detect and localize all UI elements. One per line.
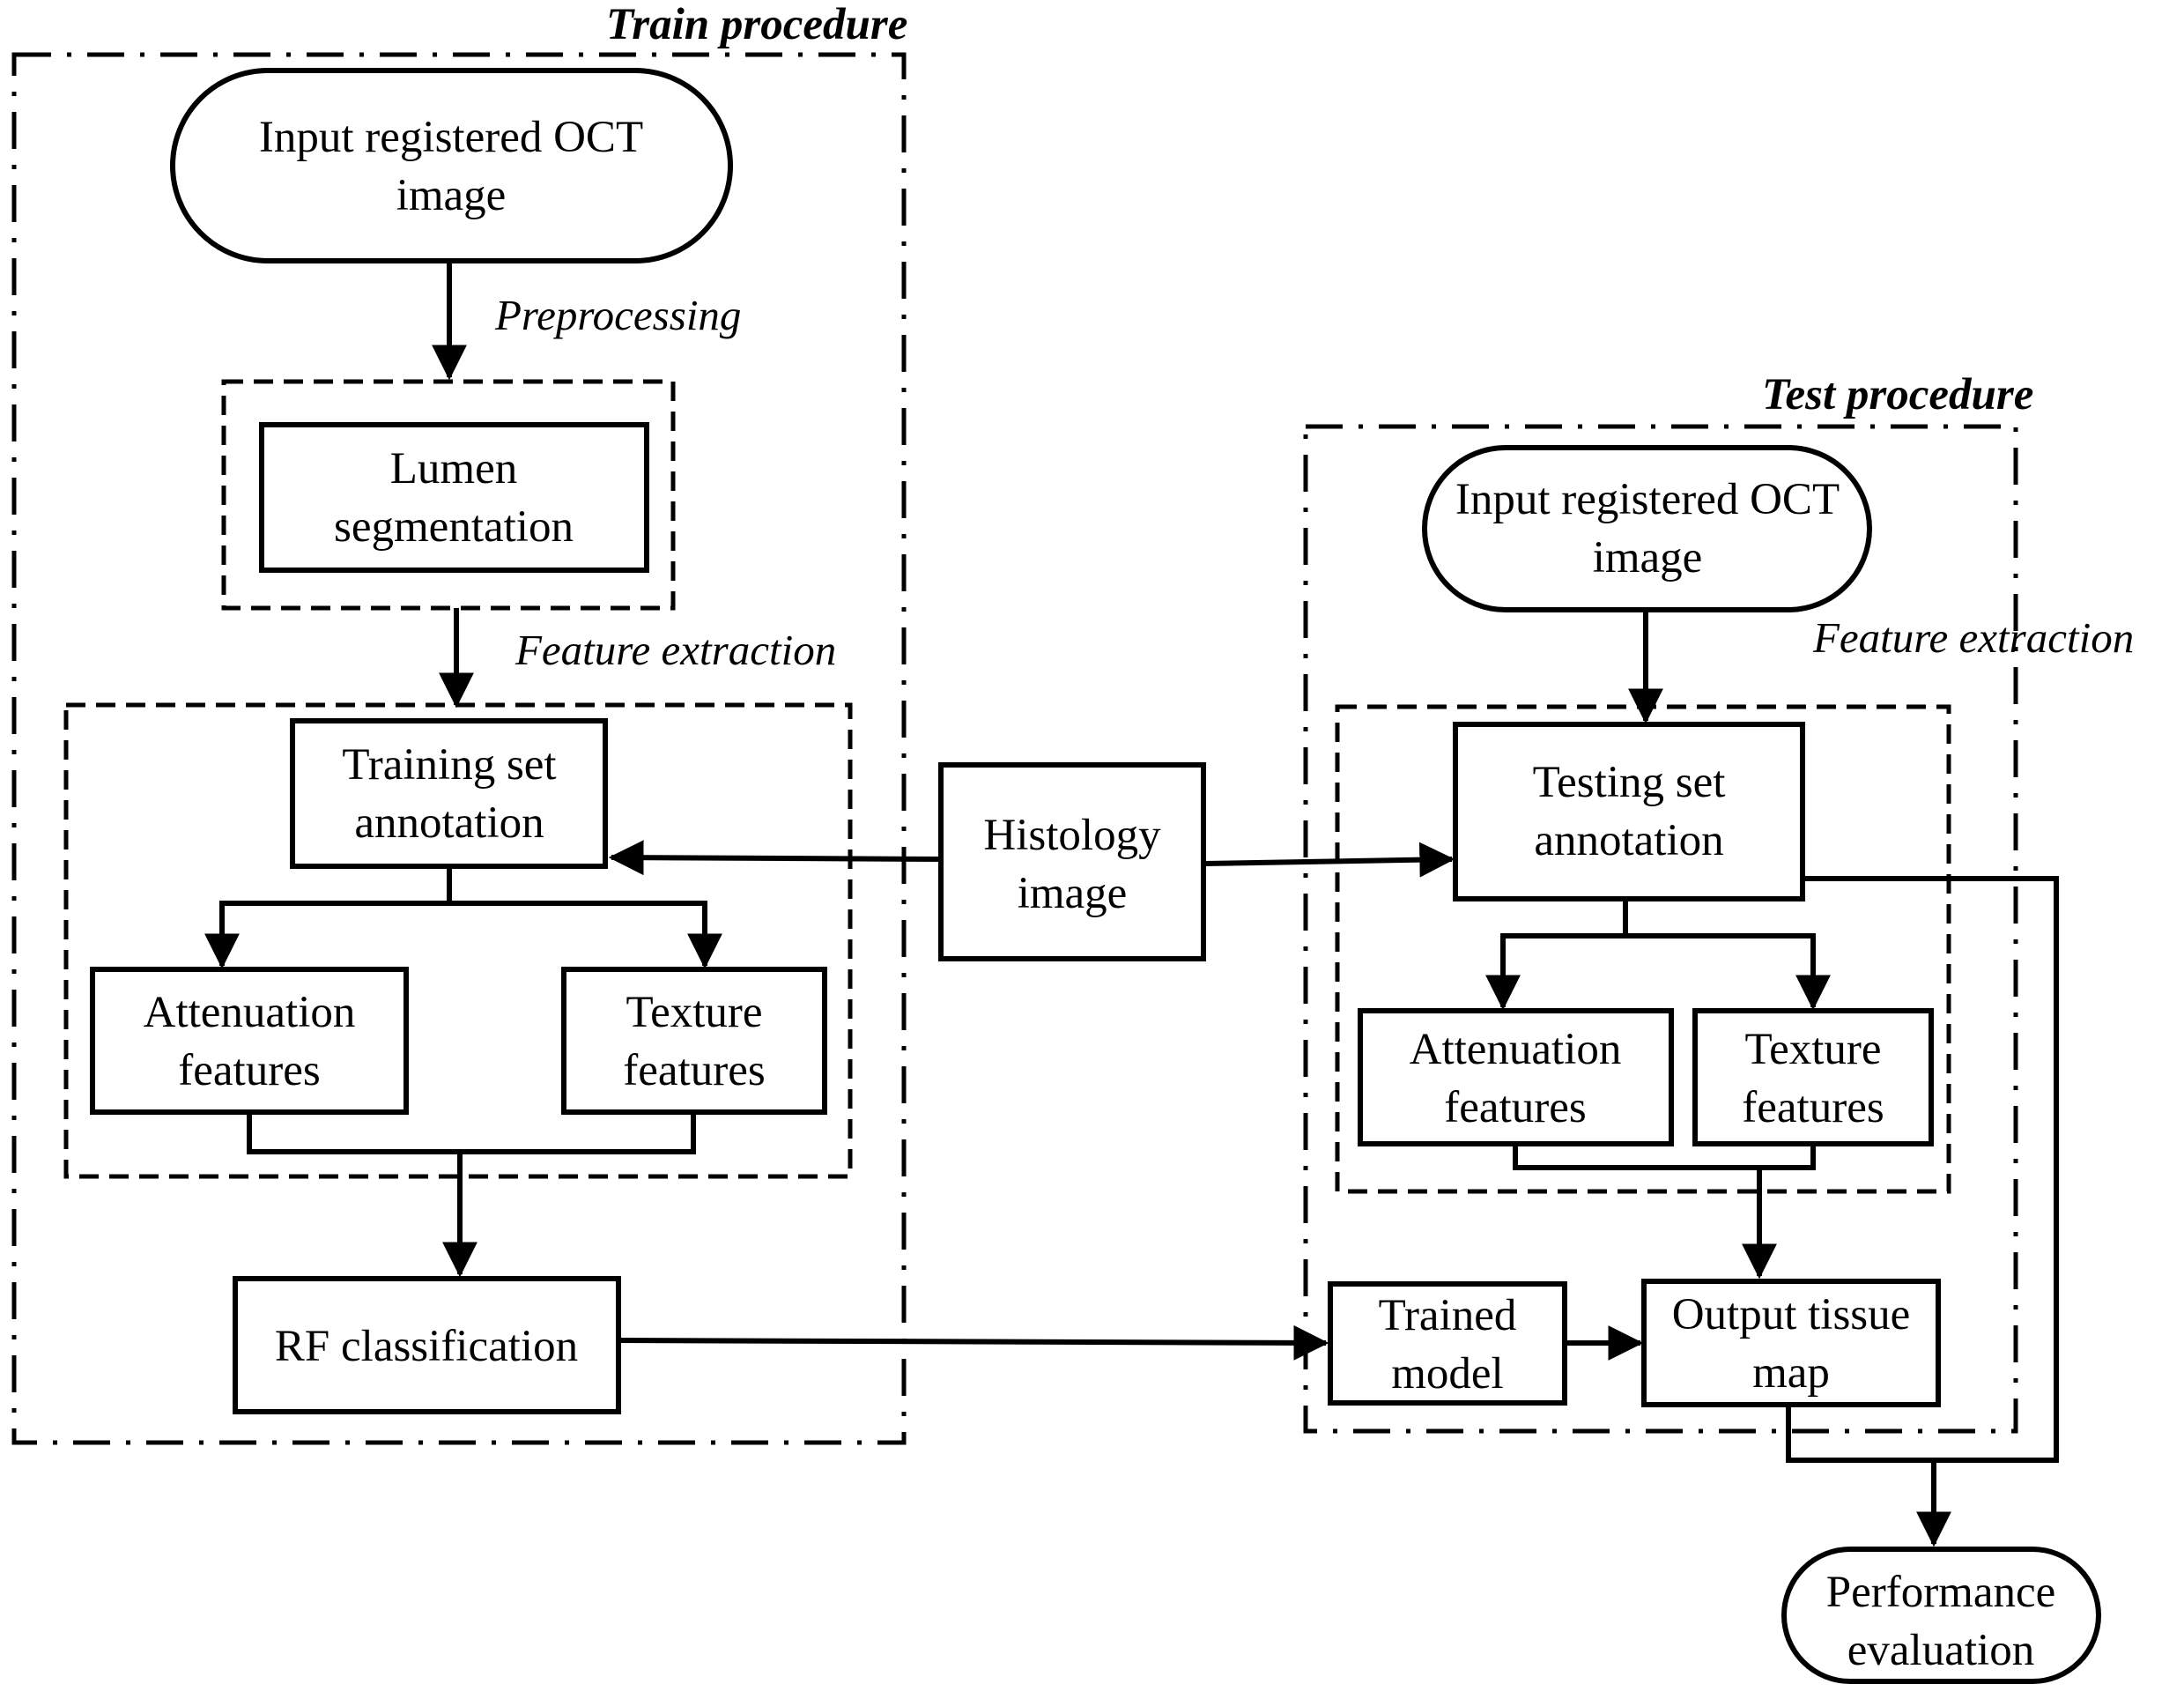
node-texture-test: Texture features <box>1692 1008 1934 1146</box>
svg-text:map: map <box>1752 1348 1830 1398</box>
edge-label-feature-extraction-test: Feature extraction <box>1812 613 2134 662</box>
train-procedure-group <box>11 52 907 1445</box>
train-procedure-label: Train procedure <box>606 0 907 49</box>
svg-text:Testing set: Testing set <box>1533 758 1726 807</box>
svg-text:features: features <box>178 1046 320 1095</box>
node-attenuation-train: Attenuation features <box>90 967 409 1115</box>
svg-text:Input registered OCT: Input registered OCT <box>1455 475 1840 524</box>
edge-histology-to-testing <box>1204 842 1455 878</box>
svg-text:Performance: Performance <box>1826 1568 2056 1617</box>
svg-text:evaluation: evaluation <box>1847 1626 2034 1675</box>
node-input-train: Input registered OCT image <box>170 68 733 263</box>
edge-features-merge-test <box>1513 1144 1816 1170</box>
svg-text:Trained: Trained <box>1379 1291 1517 1340</box>
node-attenuation-test: Attenuation features <box>1358 1008 1674 1146</box>
svg-text:image: image <box>1018 869 1128 918</box>
node-testing-set-annotation: Testing set annotation <box>1453 722 1805 901</box>
node-performance-evaluation: Performance evaluation <box>1781 1547 2101 1684</box>
svg-text:annotation: annotation <box>354 798 544 848</box>
edge-training-to-atten <box>204 866 452 969</box>
svg-text:Texture: Texture <box>626 988 762 1037</box>
test-procedure-group <box>1303 424 2018 1434</box>
svg-text:features: features <box>623 1046 765 1095</box>
svg-text:annotation: annotation <box>1534 816 1723 865</box>
node-output-tissue-map: Output tissue map <box>1641 1279 1941 1407</box>
svg-text:features: features <box>1742 1083 1884 1132</box>
node-lumen-segmentation: Lumen segmentation <box>259 422 649 573</box>
edge-label-feature-extraction-train: Feature extraction <box>515 626 836 674</box>
edge-histology-to-training <box>608 840 942 876</box>
svg-text:features: features <box>1444 1083 1586 1132</box>
svg-text:segmentation: segmentation <box>334 502 574 552</box>
node-histology-image: Histology image <box>938 762 1206 961</box>
edge-output-to-eval <box>1786 1404 1951 1547</box>
edge-testing-to-atten <box>1485 899 1628 1011</box>
svg-text:RF classification: RF classification <box>275 1322 578 1371</box>
svg-text:Lumen: Lumen <box>390 444 517 493</box>
svg-text:Output tissue: Output tissue <box>1672 1290 1911 1339</box>
edge-features-merge-train <box>247 1112 696 1154</box>
svg-text:Histology: Histology <box>983 811 1161 860</box>
edge-label-preprocessing: Preprocessing <box>494 291 741 339</box>
svg-text:Attenuation: Attenuation <box>1410 1025 1622 1074</box>
edge-testing-to-texture <box>1625 933 1831 1011</box>
svg-text:Input registered OCT: Input registered OCT <box>259 113 643 162</box>
node-texture-train: Texture features <box>561 967 827 1115</box>
node-input-test: Input registered OCT image <box>1422 445 1872 612</box>
node-rf-classification: RF classification <box>233 1276 621 1414</box>
svg-text:image: image <box>1593 533 1703 582</box>
svg-text:Texture: Texture <box>1744 1025 1881 1074</box>
svg-text:model: model <box>1391 1349 1503 1399</box>
svg-text:image: image <box>396 171 507 220</box>
node-training-set-annotation: Training set annotation <box>290 718 608 869</box>
svg-text:Attenuation: Attenuation <box>144 988 356 1037</box>
preprocessing-group <box>221 379 676 611</box>
node-trained-model: Trained model <box>1328 1281 1567 1406</box>
edge-rf-to-trained <box>618 1324 1329 1361</box>
test-procedure-label: Test procedure <box>1762 370 2033 419</box>
edge-training-to-texture <box>449 901 722 969</box>
edge-testing-to-eval <box>1803 876 2059 1463</box>
svg-text:Training set: Training set <box>342 740 556 790</box>
